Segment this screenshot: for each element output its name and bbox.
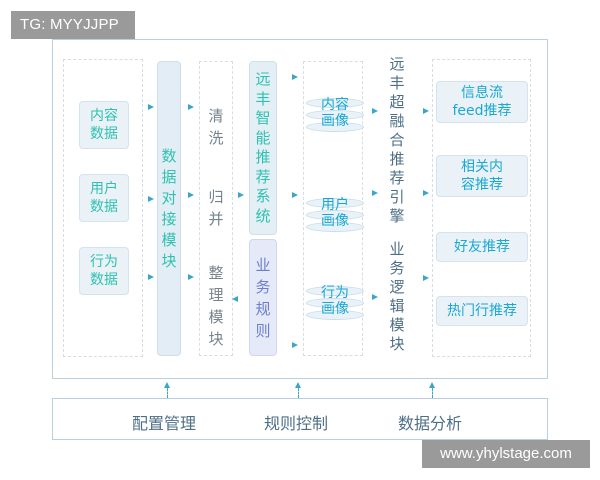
architecture-frame (52, 39, 548, 379)
connector-module: 数据对 接模块 (157, 61, 181, 356)
behavior-profile-stack: 行为画像 (306, 284, 364, 324)
arrow-right-icon (423, 190, 429, 196)
arrow-up-icon (429, 382, 435, 388)
content-profile-stack: 内容画像 (306, 96, 364, 136)
source-behavior-data: 行为数据 (79, 247, 129, 295)
arrow-right-icon (423, 108, 429, 114)
user-profile-stack: 用户画像 (306, 196, 364, 236)
organize-module-label: 整理 模块 (208, 264, 224, 348)
arrow-right-icon (423, 275, 429, 281)
related-content-recommendation: 相关内容推荐 (436, 155, 528, 197)
trending-recommendation: 热门行推荐 (436, 296, 528, 326)
sources-panel (63, 59, 143, 357)
arrow-right-icon (148, 274, 154, 280)
engine-logic-module-label: 业务逻 辑模块 (389, 240, 405, 353)
data-analysis-label: 数据分析 (398, 414, 463, 433)
config-management-label: 配置管理 (132, 414, 197, 433)
arrow-right-icon (292, 192, 298, 198)
arrow-right-icon (148, 196, 154, 202)
profiles-panel (303, 61, 363, 356)
arrow-up-icon (295, 382, 301, 388)
arrow-right-icon (372, 190, 378, 196)
arrow-right-icon (372, 294, 378, 300)
arrow-right-icon (292, 74, 298, 80)
arrow-right-icon (188, 274, 194, 280)
core-system: 远丰智能 推荐系统 (249, 61, 277, 235)
source-content-data: 内容数据 (79, 101, 129, 149)
site-watermark: www.yhylstage.com (422, 440, 590, 468)
business-rules: 业务规则 (249, 239, 277, 356)
connector-line (298, 388, 299, 398)
rule-control-label: 规则控制 (264, 414, 329, 433)
arrow-right-icon (292, 342, 298, 348)
tag-label: TG: MYYJJPP (11, 11, 135, 39)
clean-label: 清洗 (208, 107, 224, 147)
arrow-up-icon (164, 382, 170, 388)
arrow-right-icon (238, 192, 244, 198)
friend-recommendation: 好友推荐 (436, 232, 528, 262)
processing-panel (199, 61, 233, 356)
arrow-right-icon (188, 104, 194, 110)
arrow-right-icon (148, 104, 154, 110)
connector-line (432, 388, 433, 398)
connector-line (167, 388, 168, 398)
arrow-left-icon (232, 296, 238, 302)
merge-label: 归并 (208, 188, 224, 228)
management-bar (52, 398, 548, 440)
recommendations-panel (432, 59, 531, 357)
arrow-right-icon (188, 192, 194, 198)
source-user-data: 用户数据 (79, 174, 129, 222)
engine-label: 远丰超 融合推 荐引擎 (389, 55, 405, 225)
arrow-right-icon (372, 108, 378, 114)
